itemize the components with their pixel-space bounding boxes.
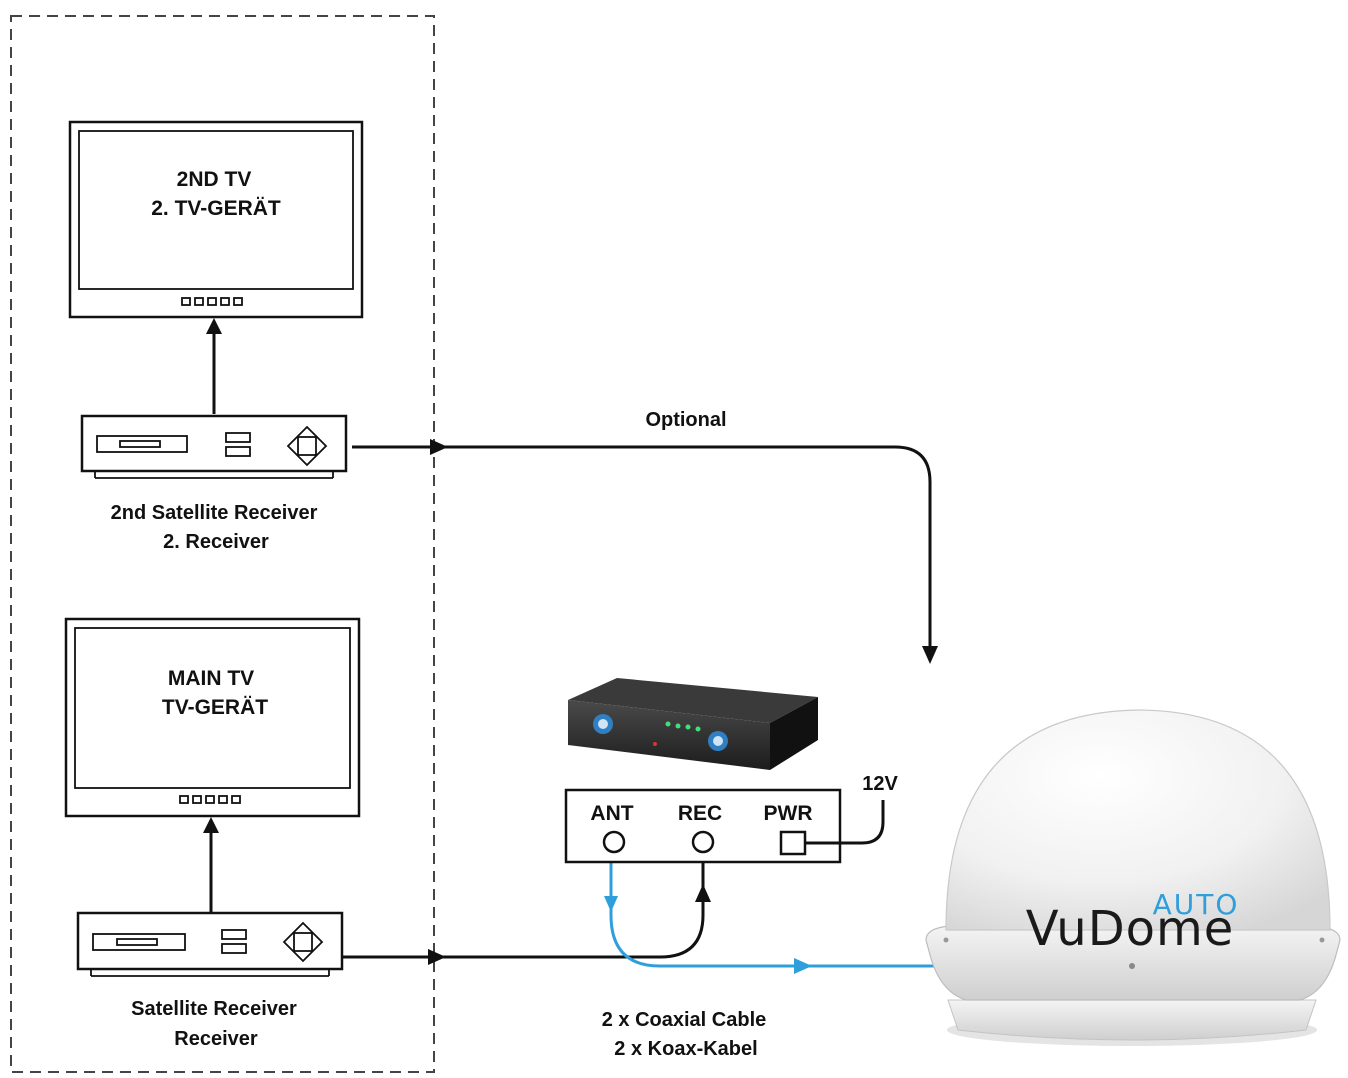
dpad-icon (282, 921, 324, 963)
second-receiver: 2nd Satellite Receiver 2. Receiver (80, 414, 348, 553)
main-receiver-label-en: Satellite Receiver (131, 998, 297, 1020)
button-icon (221, 929, 247, 940)
second-tv-label-de: 2. TV-GERÄT (151, 197, 281, 220)
second-receiver-to-tv-arrow (206, 318, 222, 414)
main-receiver-label-de: Receiver (174, 1028, 258, 1050)
power-wire: 12V (805, 773, 898, 845)
optional-connection: Optional (352, 409, 938, 664)
dome-brand-suffix: AUTO (1153, 888, 1240, 921)
pwr-port-icon (779, 830, 807, 856)
dpad-icon (286, 425, 328, 467)
cable-label-en: 2 x Coaxial Cable (602, 1009, 767, 1031)
rec-port-label: REC (678, 802, 722, 825)
disc-slot-icon (92, 933, 186, 951)
main-tv: MAIN TV TV-GERÄT (64, 617, 361, 818)
coax-ant-to-dome (604, 845, 936, 974)
main-tv-label-de: TV-GERÄT (162, 696, 268, 719)
control-box-photo (568, 678, 818, 770)
dome-brand: VuDome (1026, 901, 1235, 957)
second-tv: 2ND TV 2. TV-GERÄT (68, 120, 364, 319)
second-receiver-label-en: 2nd Satellite Receiver (111, 502, 318, 524)
disc-slot-icon (96, 435, 188, 453)
main-tv-label-en: MAIN TV (168, 667, 254, 690)
button-icon (225, 432, 251, 443)
control-box-schematic: ANT REC PWR (564, 788, 842, 864)
cable-label-de: 2 x Koax-Kabel (614, 1038, 757, 1060)
led-icon (665, 721, 671, 727)
rec-port-icon (691, 830, 715, 854)
main-receiver: Satellite Receiver Receiver (76, 911, 344, 1050)
power-label: 12V (862, 773, 898, 795)
screw-icon (1129, 963, 1135, 969)
main-receiver-to-tv-arrow (203, 817, 219, 912)
second-receiver-label-de: 2. Receiver (163, 531, 269, 553)
tv-buttons-icon (181, 297, 243, 306)
optional-label: Optional (645, 409, 726, 431)
ant-port-icon (602, 830, 626, 854)
satellite-dome: VuDome AUTO (925, 709, 1341, 1046)
pwr-port-label: PWR (764, 802, 813, 825)
indoor-boundary (10, 15, 435, 1073)
tv-buttons-icon (179, 795, 241, 804)
ant-port-label: ANT (590, 802, 633, 825)
second-tv-label-en: 2ND TV (177, 168, 252, 191)
